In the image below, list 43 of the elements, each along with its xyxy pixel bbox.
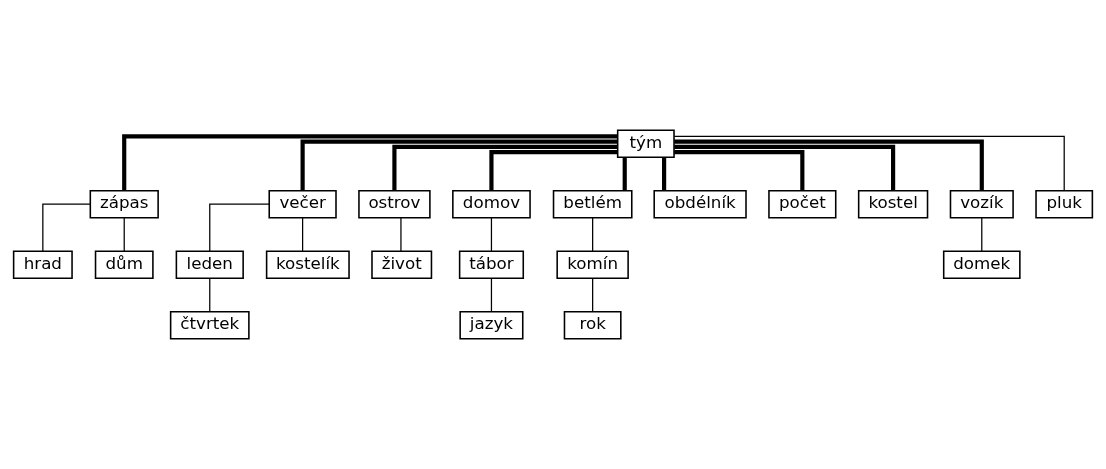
connector xyxy=(400,217,402,252)
node-box: betlém xyxy=(552,189,633,219)
connector xyxy=(674,144,896,191)
node-box: večer xyxy=(268,189,337,219)
node-box: obdélník xyxy=(653,189,747,219)
node-box: život xyxy=(371,250,433,280)
node-box: domek xyxy=(942,250,1021,280)
node-box: tábor xyxy=(458,250,525,280)
node-box: domov xyxy=(452,189,531,219)
node-box: dům xyxy=(94,250,154,280)
connector xyxy=(674,150,805,191)
node-box: jazyk xyxy=(459,310,524,340)
connector xyxy=(490,217,493,252)
connector xyxy=(42,203,91,252)
node-box: tým xyxy=(616,129,675,159)
connector xyxy=(302,217,304,252)
connector xyxy=(622,157,627,191)
connector xyxy=(209,203,270,252)
connector xyxy=(123,217,125,252)
node-box: počet xyxy=(768,189,837,219)
node-box: kostelík xyxy=(265,250,350,280)
connector xyxy=(592,217,594,252)
connector xyxy=(392,144,618,191)
node-box: ostrov xyxy=(358,189,431,219)
connector xyxy=(490,277,493,313)
connector xyxy=(489,150,618,191)
connector xyxy=(674,139,984,191)
connector xyxy=(300,139,618,191)
node-box: hrad xyxy=(12,250,73,280)
connector xyxy=(209,277,211,313)
node-box: rok xyxy=(563,310,622,340)
node-box: vozík xyxy=(949,189,1014,219)
connector xyxy=(673,135,1065,192)
connector xyxy=(981,217,983,252)
node-box: leden xyxy=(175,250,244,280)
node-box: zápas xyxy=(89,189,159,219)
connector xyxy=(662,157,667,191)
node-box: pluk xyxy=(1035,189,1094,219)
connector xyxy=(592,277,594,313)
node-box: komín xyxy=(556,250,629,280)
node-box: kostel xyxy=(857,189,929,219)
connector xyxy=(122,134,618,191)
node-box: čtvrtek xyxy=(169,310,250,340)
